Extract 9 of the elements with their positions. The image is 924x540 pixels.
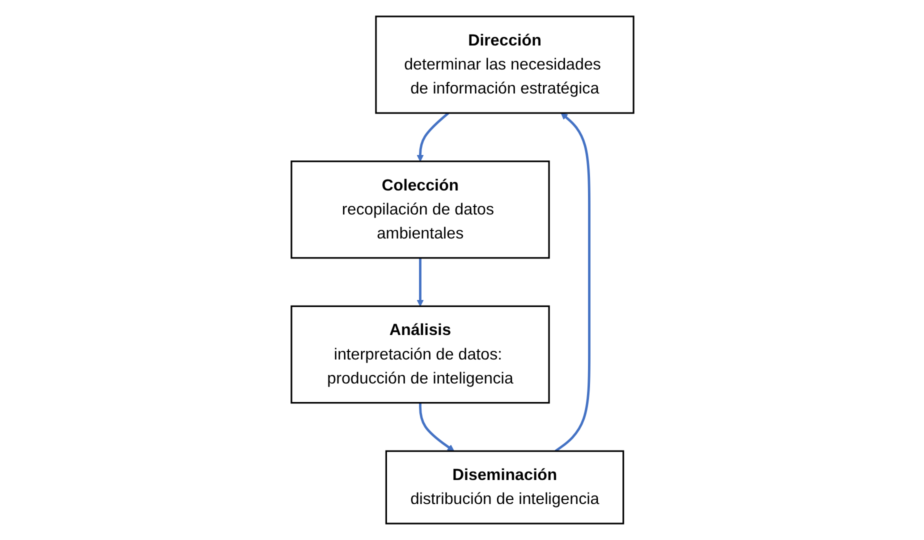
node-box xyxy=(384,450,624,524)
cycle-diagram: Dirección determinar las necesidades de información estratégica Colección recopilación de datos ambientales Análisis interpretación de datos: producción de inteligencia Diseminación distribución de inteligencia xyxy=(284,10,640,530)
arrow xyxy=(416,112,449,162)
arrow xyxy=(416,258,424,307)
node-box xyxy=(290,160,550,259)
node-box xyxy=(290,305,550,404)
arrow xyxy=(418,402,454,452)
arrow xyxy=(554,112,590,452)
node-box xyxy=(374,16,634,114)
